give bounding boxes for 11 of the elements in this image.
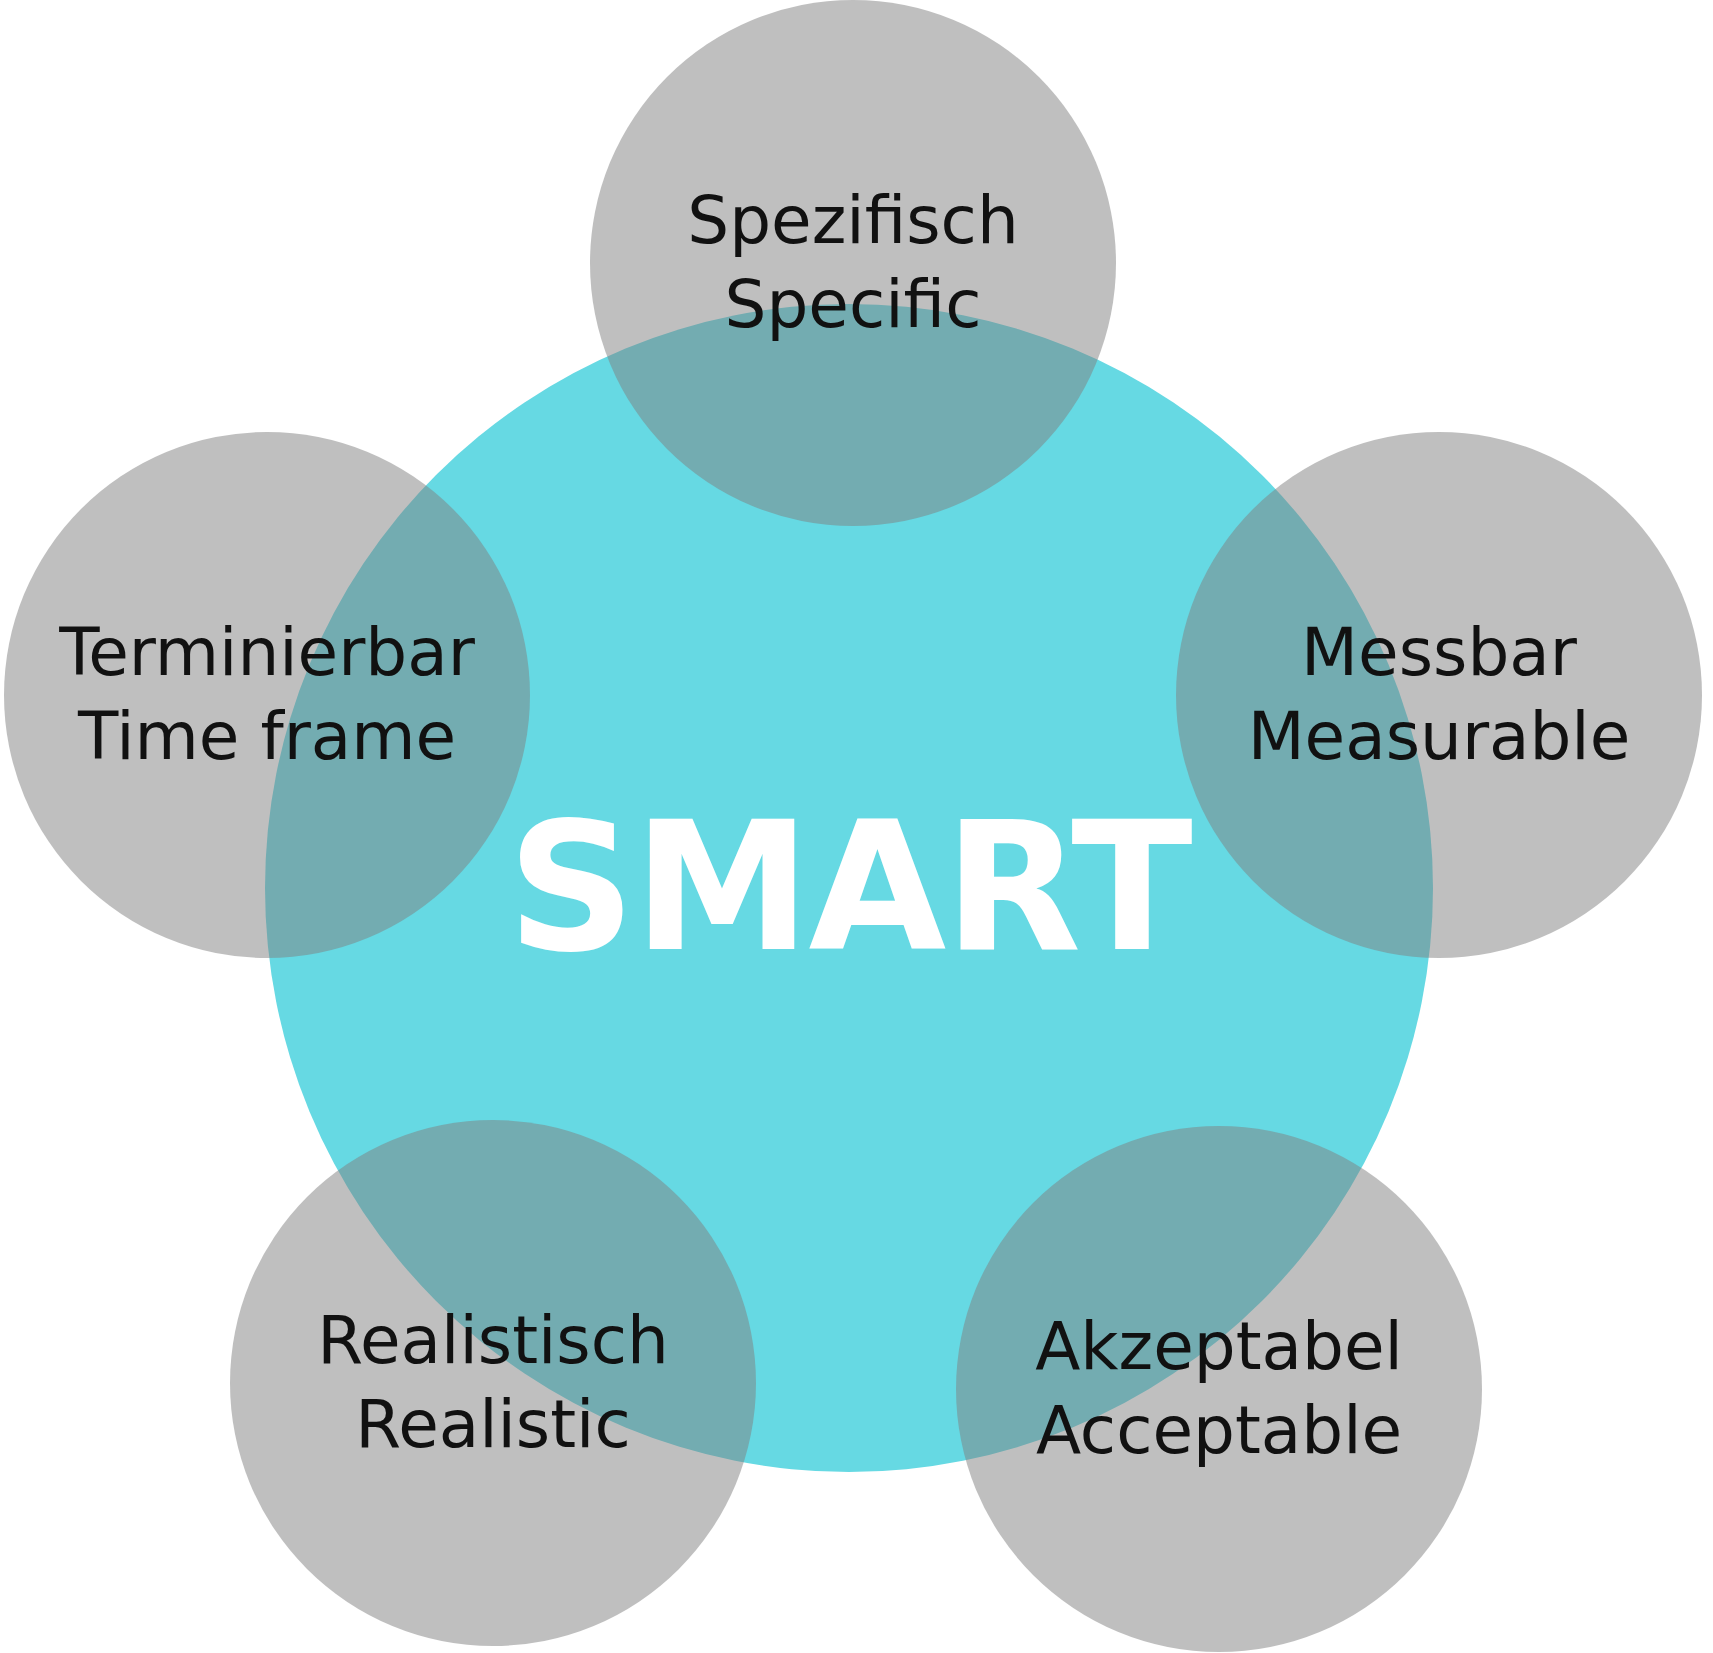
term-label: Realistisch bbox=[317, 1301, 669, 1381]
term-label: Terminierbar bbox=[59, 613, 475, 693]
term-label: Messbar bbox=[1301, 613, 1577, 693]
translation-label: Realistic bbox=[355, 1385, 631, 1465]
translation-label: Acceptable bbox=[1035, 1391, 1403, 1471]
term-label: Spezifisch bbox=[687, 181, 1019, 261]
center-label: SMART bbox=[507, 790, 1191, 986]
translation-label: Time frame bbox=[77, 697, 457, 777]
translation-label: Specific bbox=[724, 265, 982, 345]
translation-label: Measurable bbox=[1247, 697, 1631, 777]
term-label: Akzeptabel bbox=[1035, 1307, 1403, 1387]
